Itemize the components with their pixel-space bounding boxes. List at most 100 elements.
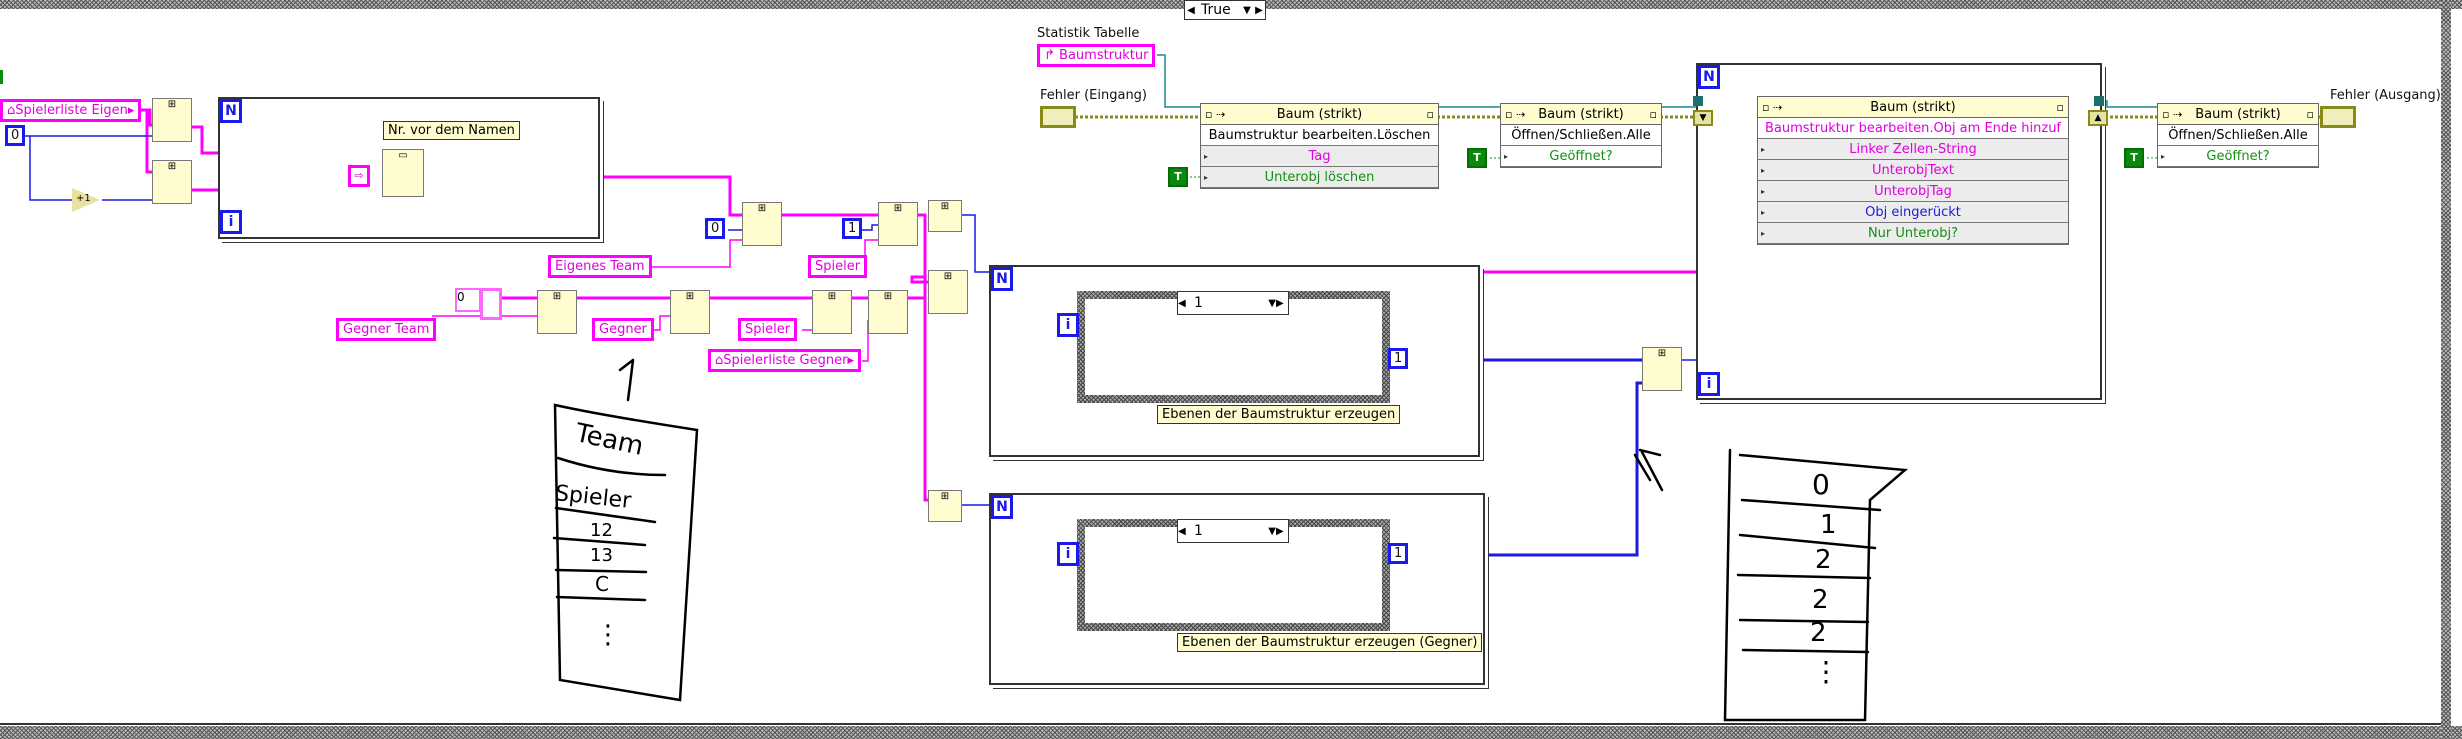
sketch-text-0: 0 (1812, 468, 1830, 501)
loop-tunnel (1693, 96, 1703, 106)
loop-iteration-terminal: i (1057, 313, 1079, 337)
inner-case-selector[interactable]: ◀1▼▶ (1177, 519, 1289, 543)
method-name[interactable]: Baumstruktur bearbeiten.Löschen (1201, 125, 1438, 146)
build-array-function[interactable]: ⊞ (868, 290, 908, 334)
true-constant[interactable]: T (2124, 148, 2144, 168)
case-selector-value: True (1201, 2, 1231, 18)
array-size-function[interactable]: ⊞ (928, 490, 962, 522)
statistik-tabelle-label: Statistik Tabelle (1037, 26, 1140, 41)
increment-case-icon[interactable]: ▶ (1276, 525, 1284, 537)
numeric-const-zero[interactable]: 0 (705, 218, 726, 239)
true-constant[interactable]: T (1168, 167, 1188, 187)
wire-string (592, 175, 742, 217)
property-node-oeffnen-final[interactable]: ▫ ⇢Baum (strikt)▫ Öffnen/Schließen.Alle … (2157, 103, 2319, 168)
string-constant-icon[interactable]: ⇨ (348, 165, 370, 187)
loop-iteration-terminal: i (1698, 372, 1720, 396)
numeric-const-one[interactable]: 1 (1388, 348, 1409, 369)
property-node-obj-hinzufuegen[interactable]: ▫ ⇢Baum (strikt)▫ Baumstruktur bearbeite… (1757, 96, 2069, 245)
gegner-team-label[interactable]: Gegner Team (336, 318, 437, 341)
inner-case-selector[interactable]: ◀1▼▶ (1177, 291, 1289, 315)
wire-numeric (960, 214, 989, 273)
array-index-display[interactable]: 0 (455, 288, 481, 312)
param-linker-zellen-string[interactable]: ▸Linker Zellen-String (1758, 139, 2068, 160)
increment-case-icon[interactable]: ▶ (1255, 4, 1263, 16)
dropdown-icon[interactable]: ▼ (1268, 525, 1276, 537)
reference-icon: ↱ (1044, 48, 1060, 63)
param-obj-eingerueckt[interactable]: ▸Obj eingerückt (1758, 202, 2068, 223)
build-array-function[interactable]: ⊞ (670, 290, 710, 334)
concatenate-strings-function[interactable]: ▭ (382, 149, 424, 197)
fehler-eingang-label: Fehler (Eingang) (1040, 88, 1148, 103)
error-in-terminal[interactable] (1040, 106, 1076, 128)
empty-array-constant[interactable] (480, 288, 502, 320)
boolean-terminal-edge (0, 70, 3, 84)
spieler-label[interactable]: Spieler (808, 255, 868, 278)
build-array-function[interactable]: ⊞ (928, 270, 968, 314)
wire-string-scalar (650, 239, 742, 268)
decrement-case-icon[interactable]: ◀ (1178, 525, 1186, 537)
param-geoeffnet[interactable]: ▸Geöffnet? (1501, 146, 1661, 167)
index-array-function[interactable]: ⊞ (878, 202, 918, 246)
build-array-function[interactable]: ⊞ (812, 290, 852, 334)
increment-case-icon[interactable]: ▶ (1276, 297, 1284, 309)
error-out-indicator[interactable] (2320, 106, 2356, 128)
param-unterobj-tag[interactable]: ▸UnterobjTag (1758, 181, 2068, 202)
index-array-function[interactable]: ⊞ (152, 160, 192, 204)
gegner-label[interactable]: Gegner (592, 318, 654, 341)
method-name[interactable]: Öffnen/Schließen.Alle (1501, 125, 1661, 146)
decrement-case-icon[interactable]: ◀ (1187, 4, 1195, 16)
param-unterobj-loeschen[interactable]: ▸Unterobj löschen (1201, 167, 1438, 188)
sketch-text-ellipsis: ⋮ (595, 620, 621, 650)
param-geoeffnet[interactable]: ▸Geöffnet? (2158, 146, 2318, 167)
spieler-label[interactable]: Spieler (738, 318, 798, 341)
spielerliste-gegner-control[interactable]: ⌂Spielerliste Gegner▸ (708, 349, 861, 372)
dropdown-icon[interactable]: ▼ (1243, 4, 1251, 16)
true-constant[interactable]: T (1467, 148, 1487, 168)
refnum-icon: ▫ ⇢ (2162, 107, 2183, 121)
wire-numeric (862, 224, 878, 231)
index-array-function[interactable]: ⊞ (152, 98, 192, 142)
property-node-loeschen[interactable]: ▫ ⇢Baum (strikt)▫ Baumstruktur bearbeite… (1200, 103, 1439, 189)
decrement-case-icon[interactable]: ◀ (1178, 297, 1186, 309)
method-name[interactable]: Baumstruktur bearbeiten.Obj am Ende hinz… (1758, 118, 2068, 139)
numeric-const-one[interactable]: 1 (842, 218, 863, 239)
dropdown-icon[interactable]: ▼ (1268, 297, 1276, 309)
eigenes-team-label[interactable]: Eigenes Team (548, 255, 652, 278)
method-name[interactable]: Öffnen/Schließen.Alle (2158, 125, 2318, 146)
baumstruktur-refnum[interactable]: ↱ Baumstruktur (1037, 44, 1156, 67)
sketch-text-12: 12 (590, 520, 613, 541)
property-node-oeffnen[interactable]: ▫ ⇢Baum (strikt)▫ Öffnen/Schließen.Alle … (1500, 103, 1662, 168)
case-selector[interactable]: ◀ True ▼ ▶ (1184, 0, 1266, 20)
param-tag[interactable]: ▸Tag (1201, 146, 1438, 167)
case-frame-right (2441, 0, 2451, 739)
sketch-text-c: C (595, 572, 609, 596)
fehler-ausgang-label: Fehler (Ausgang) (2330, 88, 2441, 103)
index-array-function[interactable]: ⊞ (742, 202, 782, 246)
refnum-icon: ▫ ⇢ (1762, 100, 1783, 114)
case-frame-bottom (0, 726, 2462, 739)
wire-string (923, 215, 932, 502)
build-array-function[interactable]: ⊞ (537, 290, 577, 334)
array-size-function[interactable]: ⊞ (928, 200, 962, 232)
wire-refnum (1157, 54, 1200, 108)
sketch-left (552, 358, 699, 702)
loop-count-terminal: N (220, 99, 242, 123)
numeric-const-one[interactable]: 1 (1388, 543, 1409, 564)
build-array-function[interactable]: ⊞ (1642, 347, 1682, 391)
spielerliste-eigen-control[interactable]: ⌂Spielerliste Eigen▸ (0, 99, 142, 122)
shift-register-left[interactable]: ▼ (1693, 110, 1713, 126)
param-nur-unterobj[interactable]: ▸Nur Unterobj? (1758, 223, 2068, 244)
loop-iteration-terminal: i (220, 210, 242, 234)
shift-register-right[interactable]: ▲ (2088, 110, 2108, 126)
sketch-text-13: 13 (590, 545, 613, 566)
home-icon: ⌂ (7, 103, 16, 118)
home-icon: ⌂ (715, 353, 724, 368)
param-unterobj-text[interactable]: ▸UnterobjText (1758, 160, 2068, 181)
increment-function[interactable] (72, 188, 100, 212)
wire-string (192, 125, 224, 155)
sketch-text-2: 2 (1810, 618, 1827, 648)
arrow-right-icon: ▸ (127, 103, 135, 118)
wire-string (140, 108, 152, 127)
case-frame-bottom-line (0, 723, 2445, 725)
numeric-const-zero[interactable]: 0 (5, 125, 26, 146)
